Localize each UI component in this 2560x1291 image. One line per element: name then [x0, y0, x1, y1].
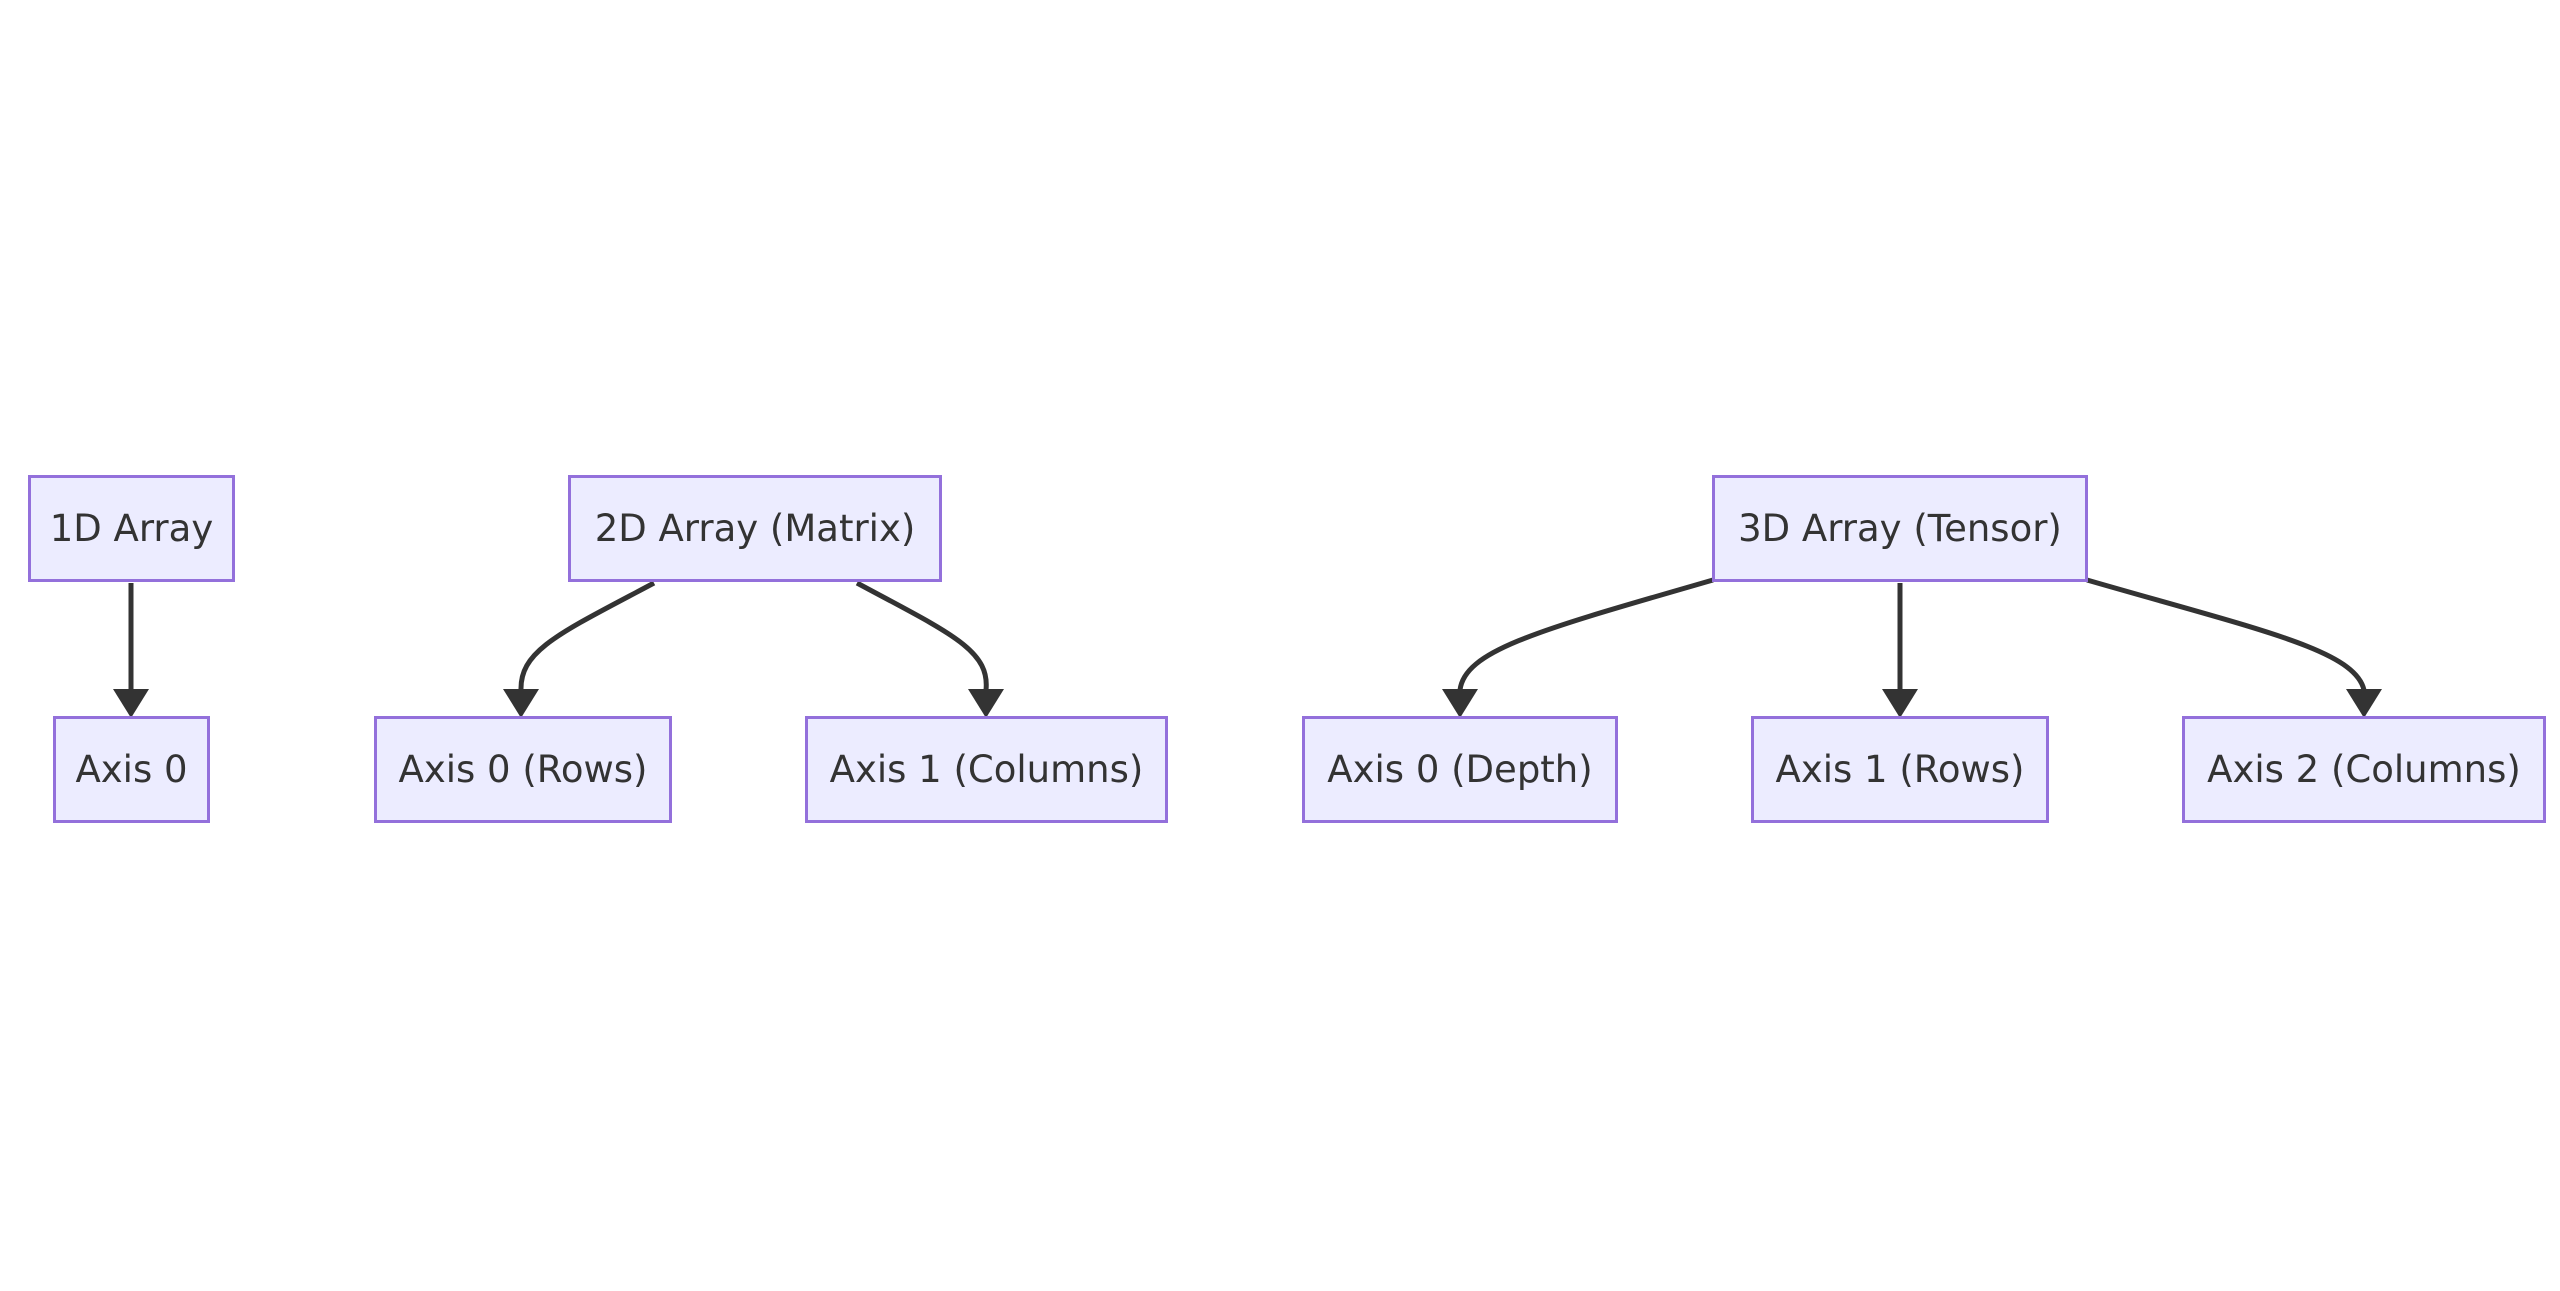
- edge-3d-to-axis2: [2086, 577, 2367, 691]
- node-3d-array-tensor: 3D Array (Tensor): [1712, 475, 2088, 582]
- node-label: Axis 1 (Rows): [1775, 748, 2025, 791]
- arrowhead-2d-axis1: [968, 689, 1004, 718]
- node-2d-axis-0-rows: Axis 0 (Rows): [374, 716, 672, 823]
- node-2d-array-matrix: 2D Array (Matrix): [568, 475, 942, 582]
- node-2d-axis-1-columns: Axis 1 (Columns): [805, 716, 1168, 823]
- node-3d-axis-2-columns: Axis 2 (Columns): [2182, 716, 2546, 823]
- arrowhead-1d-axis0: [113, 689, 149, 718]
- node-3d-axis-1-rows: Axis 1 (Rows): [1751, 716, 2049, 823]
- node-3d-axis-0-depth: Axis 0 (Depth): [1302, 716, 1618, 823]
- node-1d-array: 1D Array: [28, 475, 235, 582]
- edge-2d-to-axis1: [855, 580, 989, 691]
- node-label: 2D Array (Matrix): [594, 507, 916, 550]
- node-label: 1D Array: [49, 507, 214, 550]
- edge-2d-to-axis0: [518, 580, 656, 691]
- node-label: Axis 0 (Rows): [398, 748, 648, 791]
- arrowhead-3d-axis1: [1882, 689, 1918, 718]
- node-label: Axis 0: [75, 748, 188, 791]
- arrowhead-3d-axis2: [2346, 689, 2382, 718]
- edge-3d-to-axis0: [1457, 577, 1714, 691]
- node-label: Axis 1 (Columns): [829, 748, 1144, 791]
- arrowhead-3d-axis0: [1442, 689, 1478, 718]
- node-1d-axis-0: Axis 0: [53, 716, 210, 823]
- arrowhead-2d-axis0: [503, 689, 539, 718]
- node-label: 3D Array (Tensor): [1738, 507, 2062, 550]
- node-label: Axis 0 (Depth): [1327, 748, 1593, 791]
- node-label: Axis 2 (Columns): [2207, 748, 2521, 791]
